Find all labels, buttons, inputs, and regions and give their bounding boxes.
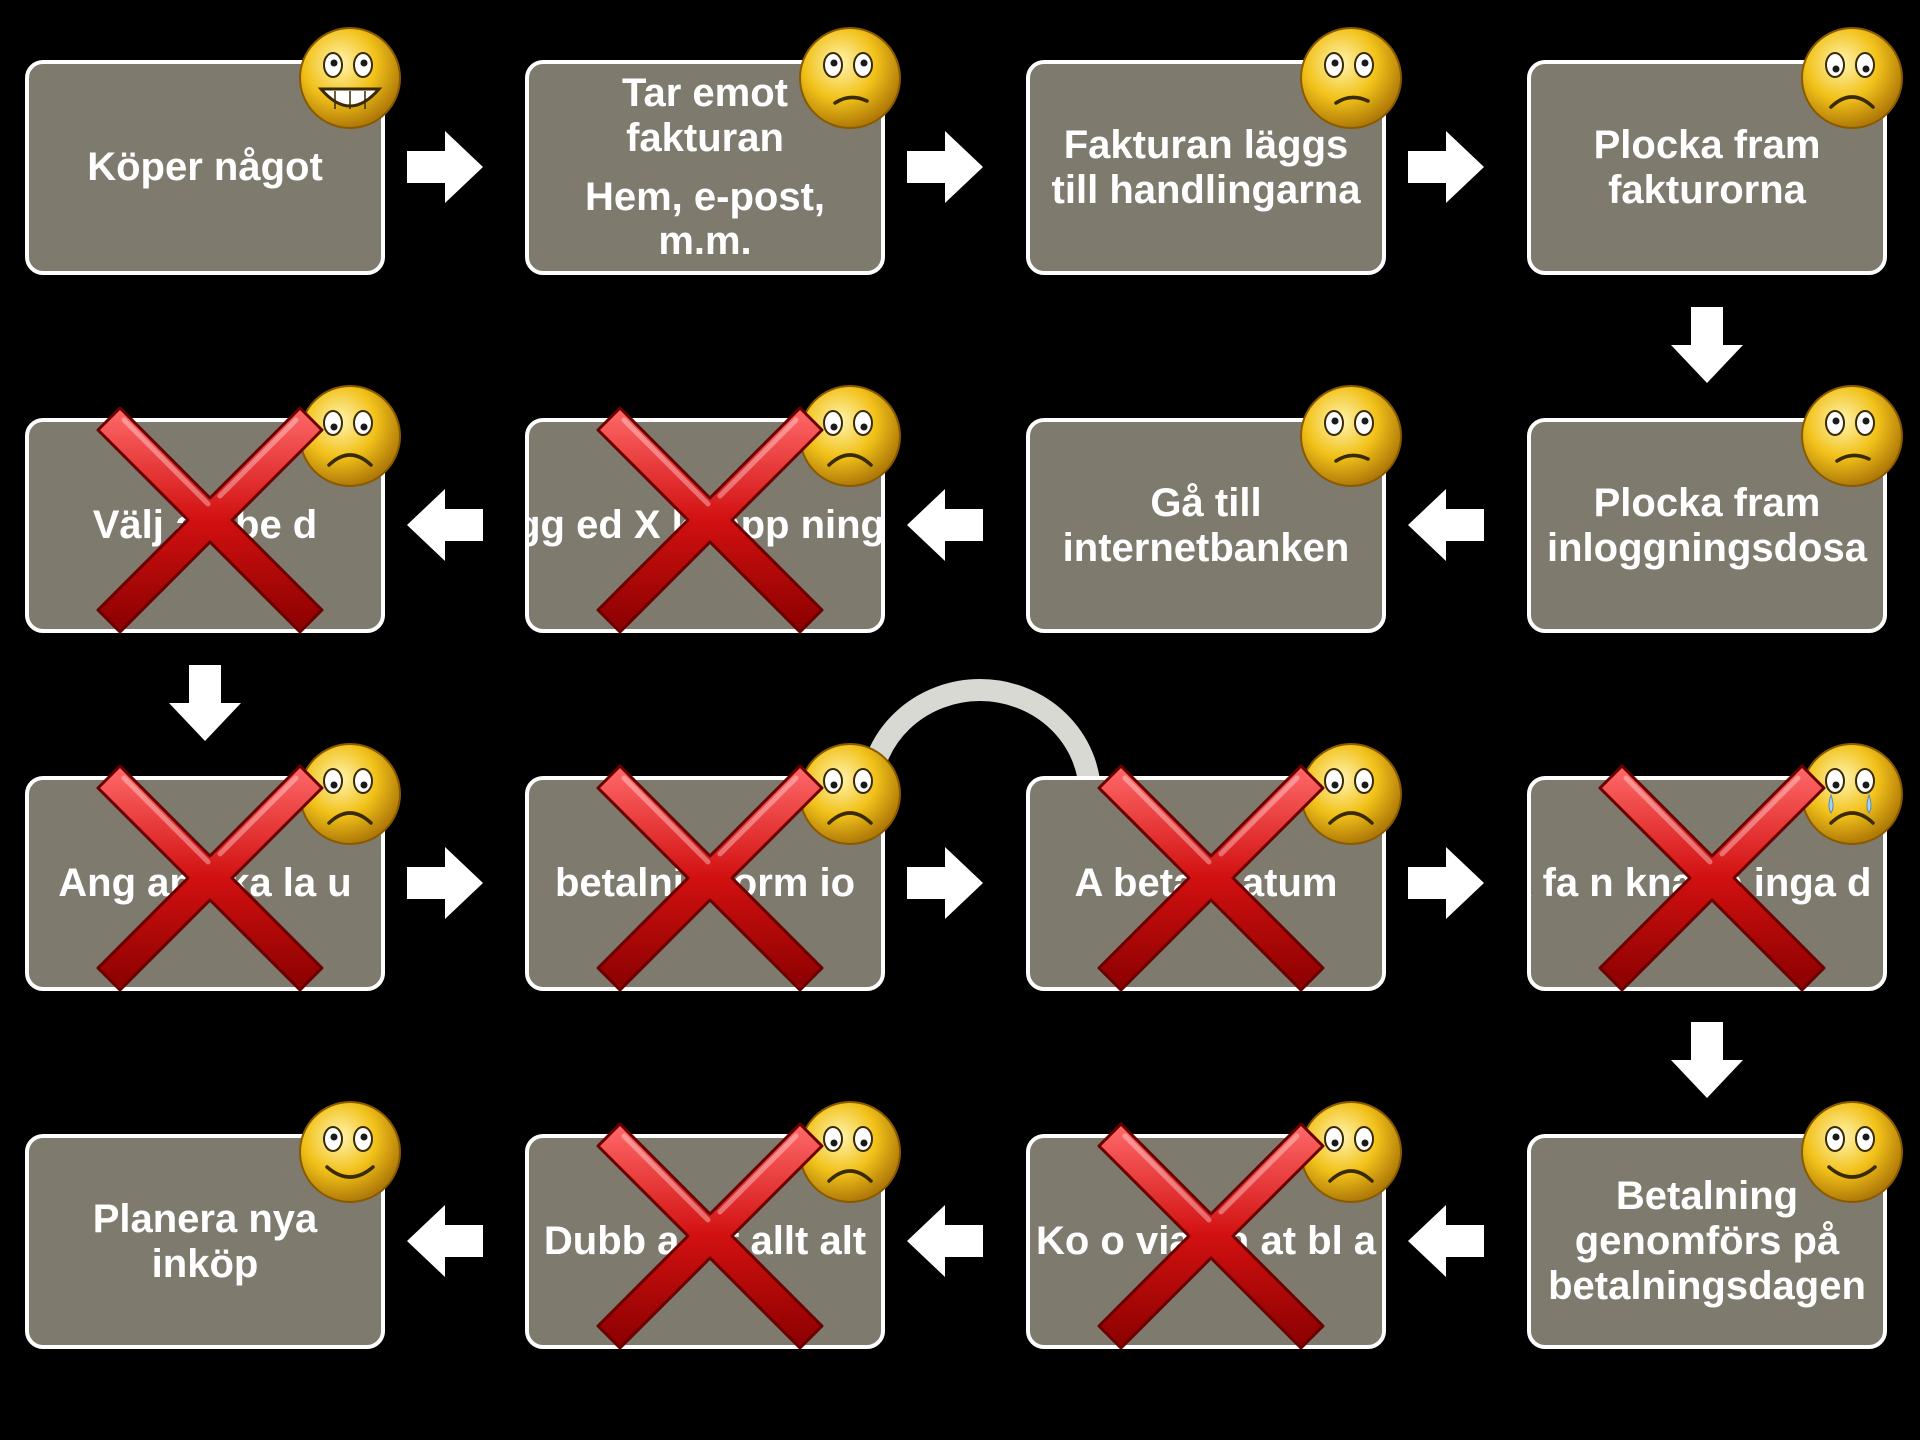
arrow-right-icon <box>907 847 983 919</box>
arrow-right-icon <box>407 847 483 919</box>
sad-smiley-icon <box>1300 743 1402 845</box>
step-label: Betalning genomförs på betalningsdagen <box>1548 1174 1866 1308</box>
step-label: Tar emot fakturan <box>622 70 788 160</box>
arrow-left-icon <box>907 489 983 561</box>
arrow-down-icon <box>169 665 241 741</box>
step-box-16: Planera nya inköp <box>25 1134 385 1349</box>
uneasy-smiley-icon <box>1801 385 1903 487</box>
arrow-down-icon <box>1671 1022 1743 1098</box>
red-cross-icon <box>1097 1122 1325 1350</box>
red-cross-icon <box>96 406 324 634</box>
step-label: Planera nya inköp <box>92 1196 318 1286</box>
happy-smiley-icon <box>1801 1101 1903 1203</box>
step-label: Fakturan läggs till handlingarna <box>1051 122 1361 212</box>
sad-smiley-icon <box>299 743 401 845</box>
step-label: Gå till internetbanken <box>1062 480 1350 570</box>
red-cross-icon <box>596 764 824 992</box>
step-label: Plocka fram fakturorna <box>1593 122 1821 212</box>
red-cross-icon <box>1598 764 1826 992</box>
red-cross-icon <box>1097 764 1325 992</box>
uneasy-smiley-icon <box>1300 27 1402 129</box>
loop-arc <box>859 679 1101 796</box>
arrow-right-icon <box>907 131 983 203</box>
sad-smiley-icon <box>799 1101 901 1203</box>
arrow-down-icon <box>1671 307 1743 383</box>
step-box-6: Gå till internetbanken <box>1026 418 1386 633</box>
arrow-left-icon <box>407 489 483 561</box>
step-label: Köper något <box>87 145 323 190</box>
arrow-left-icon <box>407 1205 483 1277</box>
arrow-left-icon <box>907 1205 983 1277</box>
sad-smiley-icon <box>299 385 401 487</box>
red-cross-icon <box>96 764 324 992</box>
grinning-smiley-icon <box>299 27 401 129</box>
step-box-3: Fakturan läggs till handlingarna <box>1026 60 1386 275</box>
uneasy-smiley-icon <box>799 27 901 129</box>
arrow-left-icon <box>1408 1205 1484 1277</box>
happy-smiley-icon <box>299 1101 401 1203</box>
red-cross-icon <box>596 406 824 634</box>
arrow-right-icon <box>1408 847 1484 919</box>
uneasy-smiley-icon <box>1300 385 1402 487</box>
arrow-right-icon <box>407 131 483 203</box>
red-cross-icon <box>596 1122 824 1350</box>
sad-smiley-icon <box>1801 27 1903 129</box>
arrow-right-icon <box>1408 131 1484 203</box>
arrow-left-icon <box>1408 489 1484 561</box>
loop-back-connector <box>859 679 1101 796</box>
step-sublabel: Hem, e-post, m.m. <box>584 174 826 264</box>
step-label: Plocka fram inloggningsdosa <box>1547 480 1867 570</box>
step-box-13: Betalning genomförs på betalningsdagen <box>1527 1134 1887 1349</box>
